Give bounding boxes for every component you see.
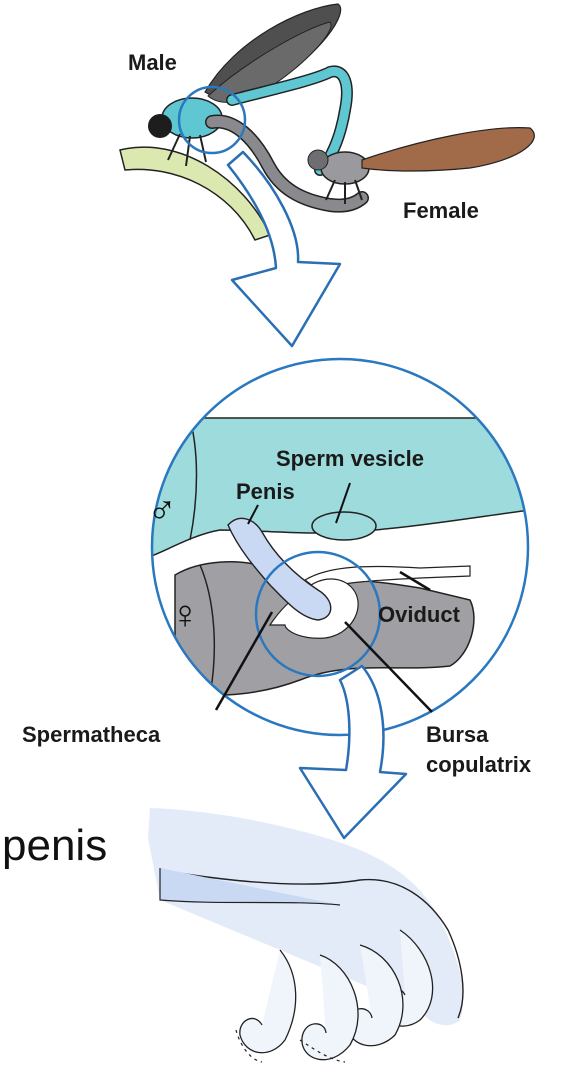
female-label: Female	[403, 198, 479, 223]
bursa-label-line1: Bursa	[426, 722, 489, 747]
female-wing	[362, 128, 534, 171]
bursa-label-line2: copulatrix	[426, 752, 532, 777]
penis-detail-label: penis	[2, 821, 107, 870]
penis-inner-label: Penis	[236, 479, 295, 504]
female-head	[308, 150, 328, 170]
male-head	[148, 114, 172, 138]
spermatheca-label: Spermatheca	[22, 722, 161, 747]
penis-detail-illustration	[148, 808, 463, 1062]
male-label: Male	[128, 50, 177, 75]
oviduct-label: Oviduct	[378, 602, 461, 627]
male-symbol: ♂	[147, 487, 177, 531]
female-symbol: ♀	[170, 593, 200, 637]
sperm-vesicle	[312, 512, 376, 540]
zoom-arrow-bottom	[300, 666, 406, 838]
sperm-vesicle-label: Sperm vesicle	[276, 446, 424, 471]
